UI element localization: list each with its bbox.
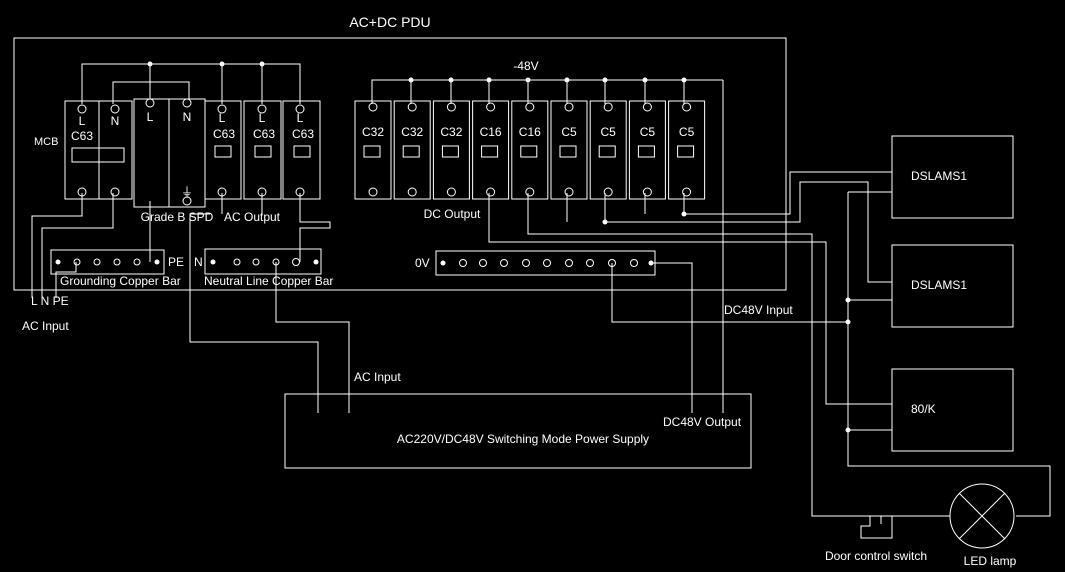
neutral-bar-label: Neutral Line Copper Bar xyxy=(204,274,333,288)
ac-breaker-l1: L C63 xyxy=(64,100,100,200)
ac-input-label: AC Input xyxy=(22,319,69,333)
grounding-bar-label: Grounding Copper Bar xyxy=(60,274,181,288)
dc-breaker-rating: C32 xyxy=(362,125,384,139)
dc-breaker-8: C5 xyxy=(628,100,666,200)
psu-ac-input-label: AC Input xyxy=(354,370,401,384)
ac-output-breaker-3: L C63 xyxy=(282,100,321,200)
junction-dots xyxy=(147,61,851,433)
led-lamp-icon xyxy=(949,483,1015,549)
dc48v-input-label: DC48V Input xyxy=(724,303,793,317)
load-80k: 80/K xyxy=(891,368,1014,452)
svg-text:L: L xyxy=(147,110,154,124)
dc-breaker-4: C16 xyxy=(472,100,510,200)
door-switch-label: Door control switch xyxy=(825,549,927,563)
dc-breaker-9: C5 xyxy=(668,100,706,200)
load-dslam-2: DSLAMS1 xyxy=(891,244,1014,328)
dc-breaker-rating: C32 xyxy=(401,125,423,139)
dc-breaker-6: C5 xyxy=(550,100,588,200)
dc-breaker-rating: C5 xyxy=(601,125,617,139)
pe-tag: PE xyxy=(168,255,184,269)
power-supply-title: AC220V/DC48V Switching Mode Power Supply xyxy=(397,432,649,446)
spd-label: Grade B SPD xyxy=(141,210,214,224)
mcb-label: MCB xyxy=(34,136,58,148)
dc-breaker-2: C32 xyxy=(393,100,431,200)
dc-breaker-3: C32 xyxy=(432,100,470,200)
svg-text:L: L xyxy=(79,114,86,128)
neutral-copper-bar xyxy=(204,248,322,275)
dc-breaker-rating: C5 xyxy=(561,125,577,139)
spd-ground-icon: ⏚ xyxy=(181,185,193,199)
svg-text:L: L xyxy=(219,111,226,125)
dc-output-label: DC Output xyxy=(424,207,481,221)
grade-b-spd: L N ⏚ xyxy=(133,98,206,208)
svg-text:80/K: 80/K xyxy=(911,402,936,416)
grounding-copper-bar xyxy=(50,249,165,275)
zero-volt-bar xyxy=(435,250,656,276)
input-wires-label: L N PE xyxy=(31,294,69,308)
svg-text:C63: C63 xyxy=(71,129,93,143)
svg-text:C63: C63 xyxy=(292,127,314,141)
svg-text:DSLAMS1: DSLAMS1 xyxy=(911,169,967,183)
psu-dc-output-label: DC48V Output xyxy=(663,415,742,429)
svg-text:C63: C63 xyxy=(253,127,275,141)
dc-breaker-7: C5 xyxy=(589,100,627,200)
dc-breaker-rating: C32 xyxy=(440,125,462,139)
svg-text:C63: C63 xyxy=(213,127,235,141)
pdu-enclosure xyxy=(13,37,787,291)
led-lamp-label: LED lamp xyxy=(964,554,1017,568)
ac-output-breaker-2: L C63 xyxy=(243,100,282,200)
dc-breaker-rating: C5 xyxy=(679,125,695,139)
dc-bus-label: -48V xyxy=(513,59,538,73)
svg-text:DSLAMS1: DSLAMS1 xyxy=(911,278,967,292)
svg-text:L: L xyxy=(259,111,266,125)
dc-breaker-5: C16 xyxy=(511,100,549,200)
ac-output-breaker-1: L C63 xyxy=(204,100,242,200)
zero-volt-label: 0V xyxy=(415,256,430,270)
n-tag: N xyxy=(194,255,203,269)
mcb-handle xyxy=(71,147,125,163)
svg-text:L: L xyxy=(297,111,304,125)
dc-breaker-rating: C16 xyxy=(519,125,541,139)
pdu-title: AC+DC PDU xyxy=(349,14,430,30)
dc-breaker-1: C32 xyxy=(354,100,392,200)
svg-text:N: N xyxy=(111,114,120,128)
power-supply-box xyxy=(284,393,752,469)
ac-breaker-n: N xyxy=(98,100,133,200)
dc-breaker-rating: C16 xyxy=(480,125,502,139)
dc-breaker-group: C32 C32 C32 C16 C16 C5 C5 C5 C5 xyxy=(354,100,706,200)
door-switch-icon xyxy=(860,515,893,539)
svg-text:N: N xyxy=(183,110,192,124)
load-dslam-1: DSLAMS1 xyxy=(891,135,1014,219)
ac-output-label: AC Output xyxy=(224,210,281,224)
dc-breaker-rating: C5 xyxy=(640,125,656,139)
